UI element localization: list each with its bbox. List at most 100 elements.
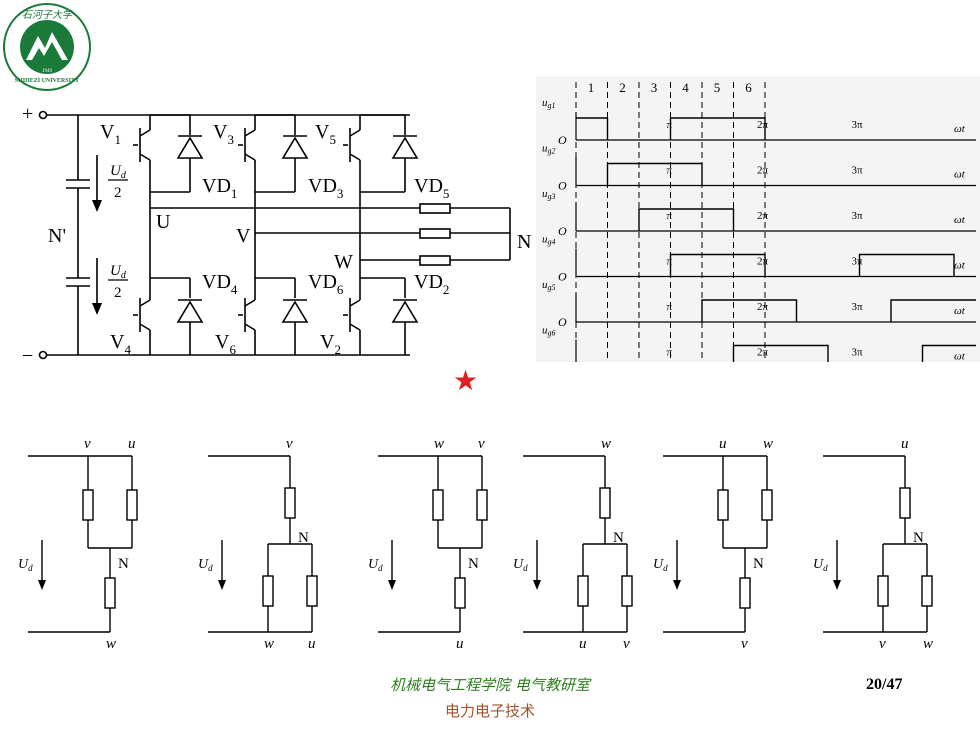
origin-label: O — [558, 315, 567, 329]
university-logo: 石河子大学 SHIHEZI UNIVERSITY 1949 — [3, 3, 91, 91]
axis-label: ωt — [954, 123, 966, 135]
interval-label: 4 — [682, 80, 689, 95]
gate-pulse — [606, 162, 703, 186]
ud-label: Ud — [653, 557, 668, 573]
origin-label: O — [558, 179, 567, 193]
tick-3pi: 3π — [852, 301, 864, 313]
tick-pi: π — [667, 119, 673, 131]
axis-label: ωt — [954, 305, 966, 317]
voltage-arrow — [38, 580, 46, 590]
terminal-label: u — [579, 636, 587, 652]
terminal-label: u — [719, 436, 727, 452]
interval-label: 5 — [714, 80, 721, 95]
axis-label: ωt — [954, 260, 966, 272]
terminal-label: w — [106, 636, 116, 652]
resistor — [717, 489, 729, 521]
resistor — [577, 575, 589, 607]
diode-vd5-label: VD5 — [414, 175, 449, 201]
terminal-label: v — [879, 636, 886, 652]
interval-label: 2 — [619, 80, 626, 95]
page-number: 20/47 — [866, 676, 903, 693]
terminal-label: w — [264, 636, 274, 652]
resistor — [306, 575, 318, 607]
ud-label: Ud — [513, 557, 528, 573]
terminal-label: w — [601, 436, 611, 452]
phase-u-label: U — [156, 211, 171, 233]
footer-department: 机械电气工程学院 电气教研室 — [390, 676, 590, 694]
diode-vd1-label: VD1 — [202, 175, 237, 201]
interval-label: 1 — [588, 80, 595, 95]
origin-label: O — [558, 224, 567, 238]
tick-3pi: 3π — [852, 165, 864, 177]
node-n-label: N — [913, 530, 924, 546]
resistor — [599, 487, 611, 519]
resistor — [739, 577, 751, 609]
logo-name: SHIHEZI UNIVERSITY — [15, 78, 80, 84]
ud-bottom-label: Ud — [110, 263, 127, 281]
minus-terminal: − — [22, 345, 33, 367]
phase-w-label: W — [334, 251, 353, 273]
terminal-label: u — [128, 436, 136, 452]
tick-3pi: 3π — [852, 256, 864, 268]
signal-label: ug5 — [542, 279, 556, 292]
switch-v6-label: V6 — [215, 331, 236, 357]
phase-v-label: V — [236, 225, 251, 247]
tick-2pi: 2π — [757, 210, 769, 222]
signal-label: ug6 — [542, 325, 556, 338]
signal-label: ug1 — [542, 97, 556, 110]
switch-v1-label: V1 — [100, 121, 121, 147]
tick-pi: π — [667, 347, 673, 359]
ud-bottom-half: 2 — [114, 285, 122, 301]
voltage-arrow — [388, 580, 396, 590]
voltage-arrow — [673, 580, 681, 590]
inverter-circuit: + − N' N Ud 2 Ud 2 V1 V3 V5 V4 V6 V2 VD1… — [22, 103, 531, 367]
axis-label: ωt — [954, 214, 966, 226]
terminal-label: v — [478, 436, 485, 452]
voltage-arrow — [218, 580, 226, 590]
star-icon: ★ — [453, 364, 479, 397]
tick-3pi: 3π — [852, 119, 864, 131]
resistor — [761, 489, 773, 521]
node-n-label: N — [468, 556, 479, 572]
logo-top-text: 石河子大学 — [22, 9, 73, 21]
terminal-label: w — [434, 436, 444, 452]
resistor — [262, 575, 274, 607]
tick-3pi: 3π — [852, 347, 864, 359]
gate-pulse — [638, 208, 735, 231]
terminal-label: v — [623, 636, 630, 652]
diode-vd3-label: VD3 — [308, 175, 343, 201]
ud-top-label: Ud — [110, 163, 127, 181]
tick-pi: π — [667, 256, 673, 268]
tick-2pi: 2π — [757, 347, 769, 359]
interval-label: 3 — [651, 80, 658, 95]
tick-pi: π — [667, 301, 673, 313]
terminal-label: w — [923, 636, 933, 652]
ud-label: Ud — [18, 557, 33, 573]
terminal-label: u — [308, 636, 316, 652]
terminal-label: v — [84, 436, 91, 452]
voltage-arrow — [533, 580, 541, 590]
tick-pi: π — [667, 210, 673, 222]
gate-signal-row: ug6Oπ2π3πωt — [542, 325, 976, 362]
diode-vd4-label: VD4 — [202, 271, 238, 297]
resistor — [877, 575, 889, 607]
axis-label: ωt — [954, 169, 966, 181]
terminal-label: v — [741, 636, 748, 652]
gate-pulse — [576, 117, 766, 140]
plus-terminal: + — [22, 103, 33, 125]
signal-label: ug3 — [542, 188, 556, 201]
